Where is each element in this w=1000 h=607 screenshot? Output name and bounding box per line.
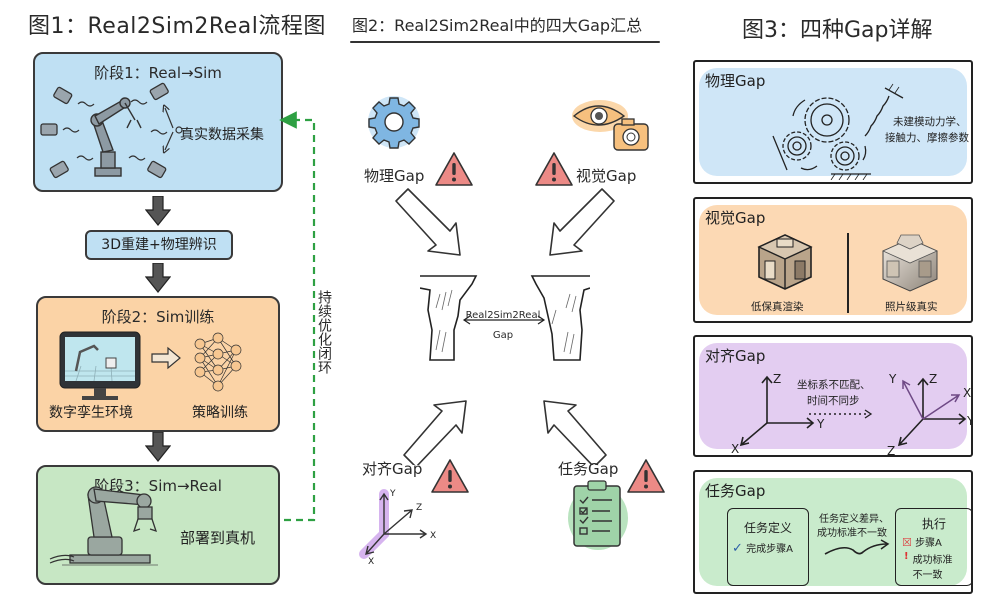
task-definition-item: 完成步骤A	[746, 544, 793, 555]
eye-camera-icon	[572, 100, 649, 151]
exclamation-icon: !	[904, 551, 909, 562]
task-gap-line1: 任务定义差异、	[819, 514, 889, 525]
camera-icon	[40, 82, 169, 179]
collect-point-icon	[175, 126, 183, 134]
right-axes-icon: Y Z X Y Z	[887, 372, 973, 457]
task-definition-title: 任务定义	[743, 521, 792, 535]
warning-icon	[435, 152, 473, 186]
task-gap-panel: 任务Gap 任务定义 ✓ 完成步骤A 任务定义差异、 成功标准不一致 执行 ☒ …	[693, 470, 973, 594]
policy-training-label: 策略训练	[192, 405, 248, 421]
arrow-bottom-right	[543, 400, 607, 465]
alignment-gap-line2: 时间不同步	[807, 395, 860, 407]
left-axes-icon: Z Y X	[731, 372, 825, 455]
stage2-title: 阶段2：Sim训练	[101, 308, 215, 326]
reconstruction-box: 3D重建+物理辨识	[85, 230, 233, 260]
axis-label-z: Z	[416, 503, 422, 513]
execution-title: 执行	[921, 517, 946, 531]
cliff-gap-illustration	[420, 275, 590, 361]
gap-label-physical: 物理Gap	[364, 167, 425, 185]
feedback-loop-arrow	[279, 111, 316, 522]
figure3-title: 图3：四种Gap详解	[742, 18, 933, 43]
physical-gap-line1: 未建模动力学、	[893, 116, 967, 128]
down-arrow-icon	[145, 196, 171, 226]
arrow-bottom-left	[403, 400, 467, 465]
axis-label-y: Y	[389, 489, 396, 499]
failed-box-icon: ☒	[902, 536, 912, 549]
clipboard-icon	[568, 480, 628, 550]
figure1-title: 图1：Real2Sim2Real流程图	[28, 14, 326, 39]
physical-gap-title: 物理Gap	[705, 72, 766, 90]
alignment-gap-panel: 对齐Gap Z Y X 坐标系不匹配、 时间不同步 Y Z X Y Z	[693, 335, 973, 457]
down-arrow-icon	[145, 432, 171, 462]
down-arrow-icon	[145, 263, 171, 293]
axis-label-x2: X	[368, 557, 374, 564]
stage2-illustration	[59, 331, 242, 400]
digital-twin-label: 数字孪生环境	[49, 405, 133, 421]
axes-icon: Y Z X X	[359, 489, 436, 564]
cliff-left	[420, 275, 478, 361]
visual-gap-panel: 视觉Gap 低保真渲染 照片级真实	[693, 197, 973, 323]
neural-network-icon	[194, 332, 242, 392]
right-arrow-icon	[151, 346, 181, 370]
collect-label: 真实数据采集	[180, 127, 264, 143]
stage1-illustration	[40, 82, 183, 179]
left-axis-z: Z	[773, 372, 781, 386]
execution-item1: 步骤A	[915, 538, 942, 549]
robot-arm-icon	[90, 97, 142, 177]
industrial-robot-icon	[49, 486, 158, 566]
low-poly-cube-icon	[757, 234, 813, 290]
gap-label-alignment: 对齐Gap	[362, 460, 423, 478]
center-gap-label-line1: Real2Sim2Real	[465, 310, 541, 321]
dotted-arrow	[809, 409, 873, 419]
figure2-title: 图2：Real2Sim2Real中的四大Gap汇总	[352, 16, 643, 35]
axis-label-x: X	[430, 531, 436, 541]
warning-icon	[627, 459, 665, 493]
monitor-icon	[59, 331, 141, 400]
right-axis-x: X	[963, 386, 971, 400]
alignment-gap-line1: 坐标系不匹配、	[797, 379, 871, 391]
task-gap-title: 任务Gap	[705, 482, 766, 500]
check-icon: ✓	[732, 541, 743, 556]
camera-wave-lines	[62, 99, 174, 161]
loop-label: 持续优化闭环	[316, 290, 332, 374]
right-axis-z2: Z	[887, 444, 895, 457]
left-axis-x: X	[731, 442, 739, 455]
alignment-gap-title: 对齐Gap	[705, 347, 766, 365]
wavy-arrow	[824, 539, 890, 555]
right-axis-y2: Y	[966, 414, 973, 428]
title-underline	[350, 41, 660, 43]
visual-gap-title: 视觉Gap	[705, 209, 766, 227]
low-fidelity-label: 低保真渲染	[751, 301, 804, 313]
center-gap-label-line2: Gap	[492, 330, 514, 341]
gap-label-visual: 视觉Gap	[576, 167, 637, 185]
task-gap-line2: 成功标准不一致	[817, 528, 887, 539]
gears-spring-icon	[772, 83, 904, 180]
right-axis-z1: Z	[929, 372, 937, 386]
arrow-top-left	[395, 188, 461, 256]
divider	[847, 233, 849, 313]
stage1-title: 阶段1：Real→Sim	[94, 64, 222, 82]
deploy-label: 部署到真机	[180, 529, 256, 547]
execution-item2-line2: 不一致	[912, 570, 943, 581]
arrow-top-right	[549, 188, 615, 256]
warning-icon	[535, 152, 573, 186]
center-gap-label: Real2Sim2Real Gap	[460, 310, 546, 342]
photoreal-cube-icon	[882, 234, 938, 292]
gap-label-task: 任务Gap	[558, 460, 619, 478]
task-definition-note: 任务定义 ✓ 完成步骤A	[727, 508, 809, 586]
stage3-title: 阶段3：Sim→Real	[94, 477, 222, 495]
left-axis-y: Y	[816, 417, 825, 431]
physical-gap-line2: 接触力、摩擦参数	[885, 132, 969, 144]
execution-note: 执行 ☒ 步骤A ! 成功标准 不一致	[895, 508, 971, 586]
warning-icon	[431, 459, 469, 493]
execution-item2-line1: 成功标准	[912, 555, 953, 566]
photoreal-label: 照片级真实	[885, 301, 938, 313]
physical-gap-panel: 物理Gap 未建模动力学、 接触力、摩擦参数	[693, 60, 973, 184]
convergence-arrows	[395, 188, 615, 465]
right-axis-y1: Y	[888, 372, 897, 386]
gear-icon	[368, 96, 420, 149]
